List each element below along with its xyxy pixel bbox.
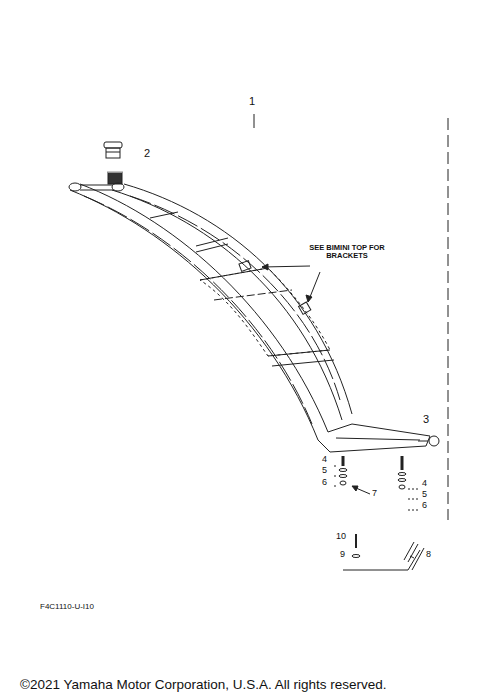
callout-number: 8 — [426, 550, 431, 560]
callout-number: 1 — [249, 95, 255, 107]
copyright-text: ©2021 Yamaha Motor Corporation, U.S.A. A… — [20, 678, 387, 693]
callout-number: 9 — [340, 550, 345, 560]
callout-number: 5 — [322, 466, 327, 476]
drawing-code: F4C1110-U-I10 — [40, 603, 94, 612]
callout-number: 7 — [372, 489, 377, 499]
note-text: SEE BIMINI TOP FOR BRACKETS — [308, 244, 386, 261]
callout-number: 6 — [322, 478, 327, 488]
callout-number: 6 — [422, 501, 427, 511]
callout-number: 10 — [336, 532, 346, 542]
callout-number: 3 — [423, 413, 429, 425]
callout-number: 4 — [322, 455, 327, 465]
callout-number: 4 — [422, 479, 427, 489]
callout-number: 5 — [422, 490, 427, 500]
callout-number: 2 — [144, 147, 150, 159]
